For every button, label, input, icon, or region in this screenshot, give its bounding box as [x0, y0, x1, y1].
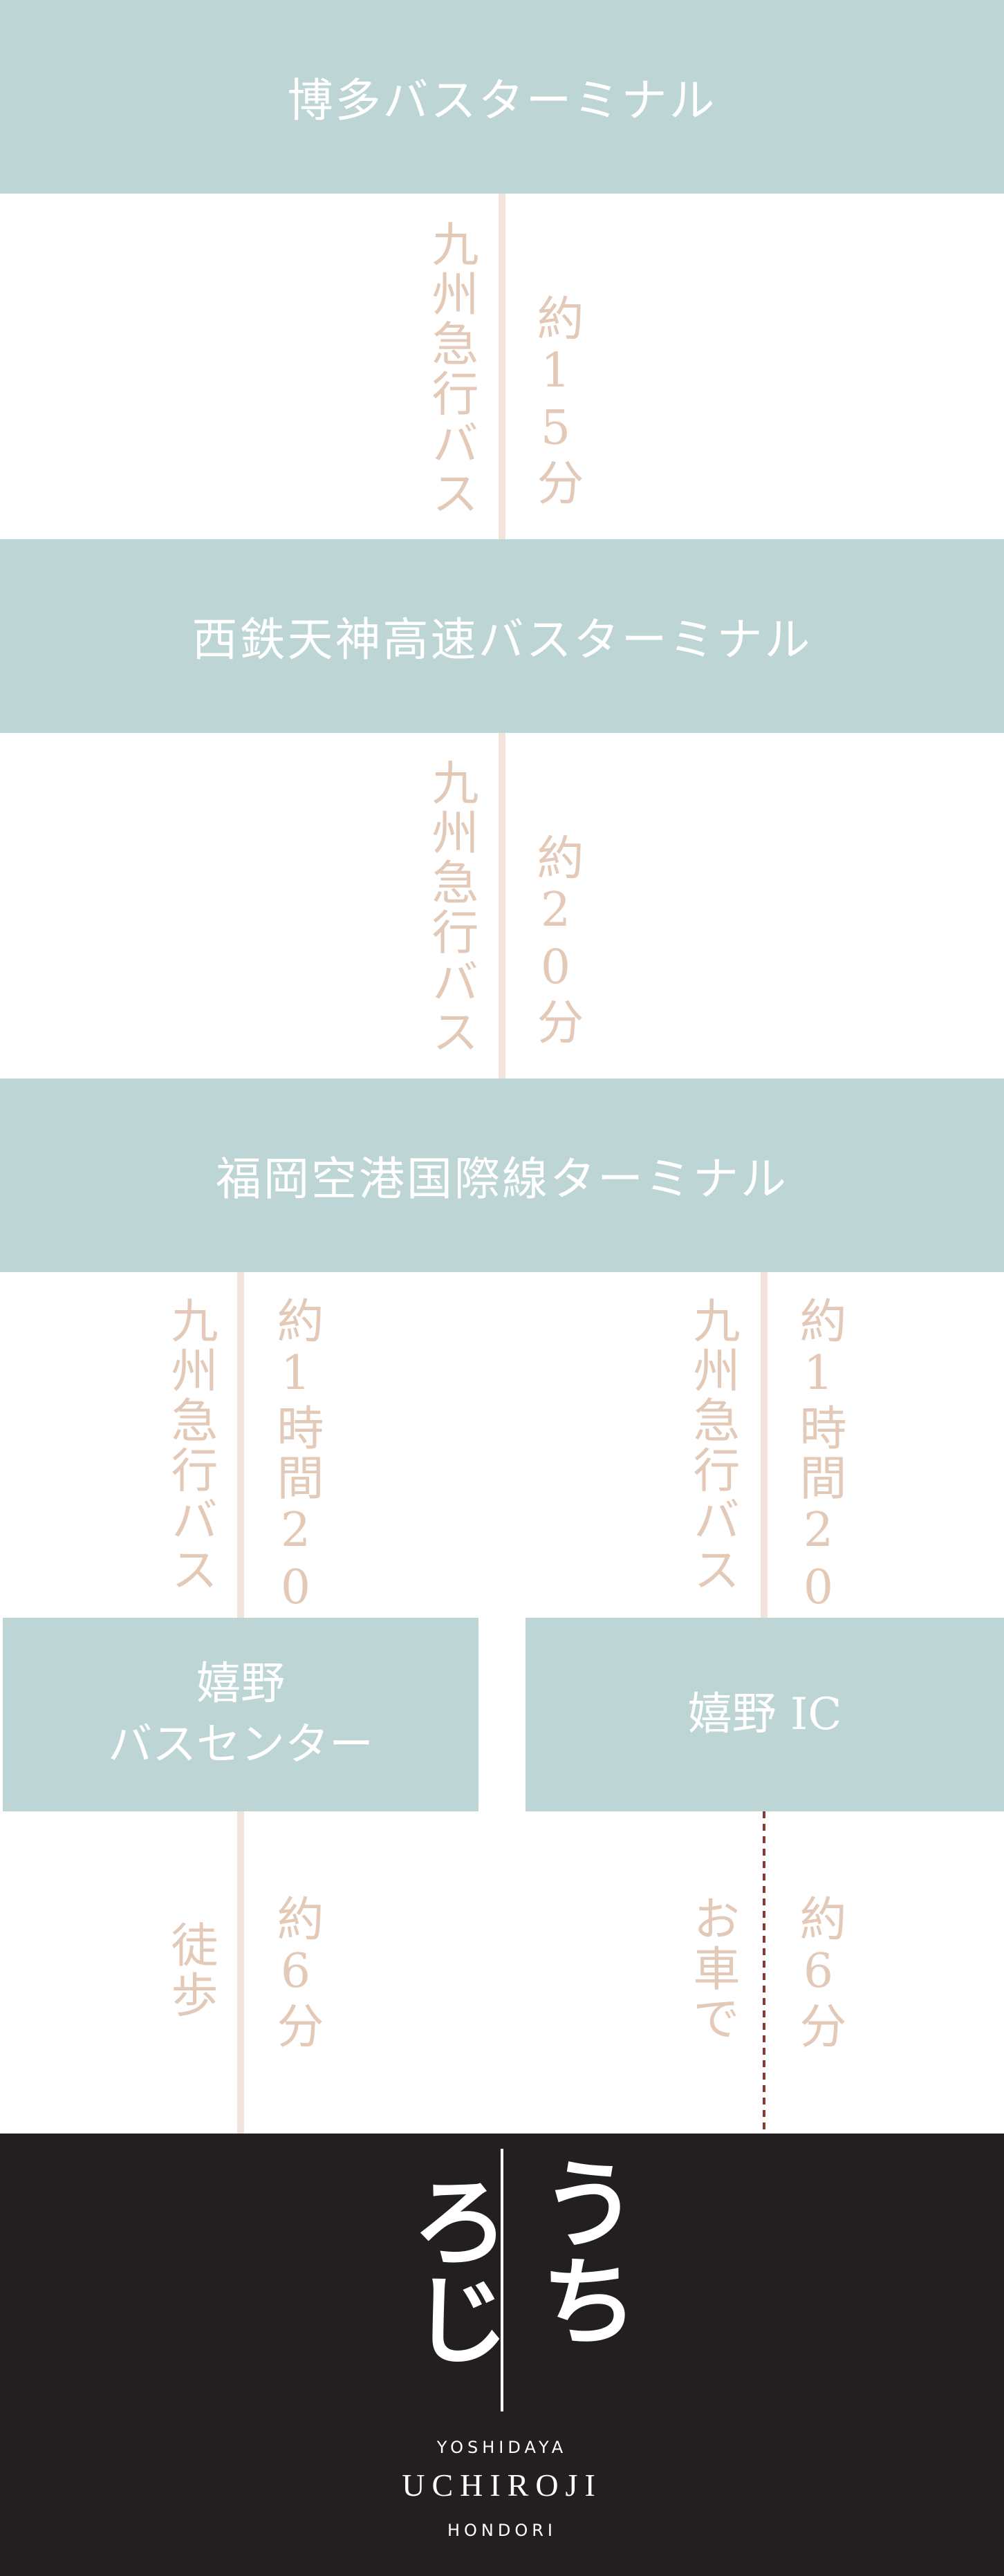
route-line [761, 1272, 768, 1618]
destination-logo-block: うち ろじ YOSHIDAYA UCHIROJI HONDORI [0, 2134, 1004, 2576]
travel-time-label: 約1時間20分 [791, 1296, 846, 1668]
transport-mode-label: 徒歩 [162, 1921, 217, 2020]
logo-calligraphy-uchi: うち [523, 2153, 638, 2349]
station-label: 嬉野 バスセンター [108, 1659, 373, 1771]
transport-mode-label: 九州急行バス [162, 1296, 217, 1595]
logo-divider [501, 2149, 503, 2411]
station-label: 博多バスターミナル [287, 74, 717, 127]
travel-time-label: 約15分 [528, 294, 583, 508]
route-line [499, 733, 505, 1079]
transport-mode-label: 九州急行バス [685, 1296, 739, 1595]
route-line [499, 194, 505, 539]
travel-time-label: 約6分 [268, 1894, 323, 2051]
station-fukuoka-airport-international-terminal: 福岡空港国際線ターミナル [0, 1079, 1004, 1272]
station-tenjin-highway-bus-terminal: 西鉄天神高速バスターミナル [0, 539, 1004, 733]
transport-mode-label: 九州急行バス [423, 220, 478, 519]
station-hakata-bus-terminal: 博多バスターミナル [0, 0, 1004, 194]
station-ureshino-ic: 嬉野 IC [526, 1618, 1004, 1811]
brand-line-yoshidaya: YOSHIDAYA [436, 2438, 568, 2457]
station-ureshino-bus-center: 嬉野 バスセンター [3, 1618, 478, 1811]
travel-time-label: 約1時間20分 [268, 1296, 323, 1668]
brand-line-hondori: HONDORI [447, 2521, 557, 2540]
transport-mode-label: お車で [685, 1894, 739, 2044]
station-label: 嬉野 IC [687, 1689, 842, 1740]
station-label: 西鉄天神高速バスターミナル [192, 613, 812, 666]
route-line [237, 1272, 244, 1618]
transport-mode-label: 九州急行バス [423, 758, 478, 1057]
brand-line-uchiroji: UCHIROJI [402, 2467, 602, 2503]
travel-time-label: 約20分 [528, 833, 583, 1047]
travel-time-label: 約6分 [791, 1894, 846, 2051]
route-line-dashed [763, 1811, 765, 2134]
route-line [237, 1811, 244, 2134]
logo-calligraphy-roji: ろじ [394, 2171, 509, 2367]
station-label: 福岡空港国際線ターミナル [216, 1152, 788, 1206]
